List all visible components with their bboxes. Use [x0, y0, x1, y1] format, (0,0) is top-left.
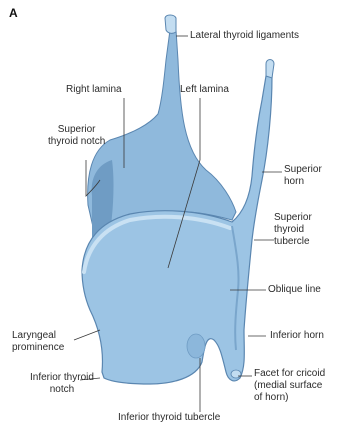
- inferior-tubercle-bump: [187, 334, 205, 358]
- label-superior-thyroid-notch: Superior thyroid notch: [48, 124, 105, 148]
- label-lateral-thyroid-ligaments: Lateral thyroid ligaments: [190, 30, 299, 42]
- label-right-lamina: Right lamina: [66, 84, 122, 96]
- left-ligament-shape: [266, 60, 274, 79]
- label-superior-horn: Superior horn: [284, 164, 322, 188]
- label-facet-for-cricoid: Facet for cricoid (medial surface of hor…: [254, 368, 325, 404]
- label-inferior-horn: Inferior horn: [270, 330, 324, 342]
- label-laryngeal-prominence: Laryngeal prominence: [12, 330, 64, 354]
- cricoid-facet: [231, 370, 241, 378]
- right-ligament-shape: [165, 15, 176, 33]
- label-inferior-thyroid-notch: Inferior thyroid notch: [30, 372, 94, 396]
- label-left-lamina: Left lamina: [180, 84, 229, 96]
- panel-letter: A: [9, 6, 18, 20]
- label-inferior-thyroid-tubercle: Inferior thyroid tubercle: [118, 412, 220, 424]
- label-oblique-line: Oblique line: [268, 284, 321, 296]
- label-superior-thyroid-tubercle: Superior thyroid tubercle: [274, 212, 312, 248]
